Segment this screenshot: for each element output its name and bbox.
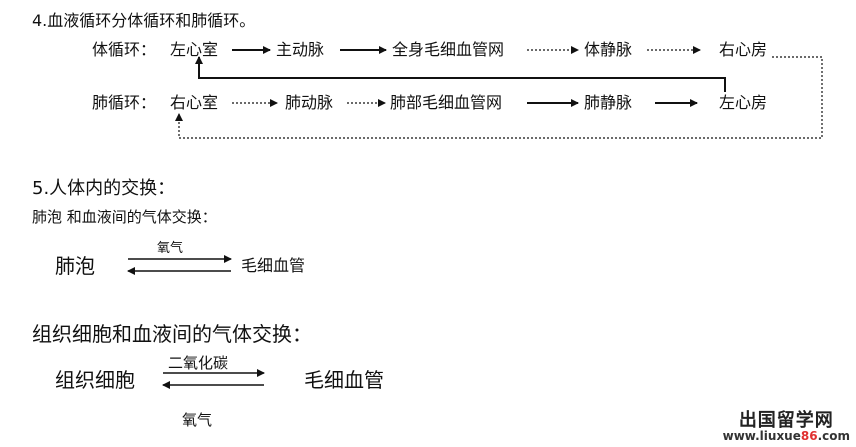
watermark-url-prefix: www.liuxue	[722, 429, 801, 444]
watermark-cn-text: 出国留学网	[738, 409, 834, 431]
section5-heading: 5.人体内的交换：	[32, 178, 176, 199]
systemic-label: 体循环：	[92, 40, 157, 59]
watermark: 出国留学网 www.liuxue86.com	[723, 409, 850, 443]
node-lung-capillaries: 肺部毛细血管网	[390, 93, 503, 112]
alveoli-right-label: 毛细血管	[241, 256, 306, 275]
section4-heading: 4.血液循环分体循环和肺循环。	[32, 11, 256, 30]
alveoli-oxygen-label: 氧气	[157, 241, 184, 256]
watermark-url-accent: 86	[800, 429, 818, 444]
tissue-left-label: 组织细胞	[55, 368, 135, 392]
node-aorta: 主动脉	[276, 40, 325, 59]
node-systemic-vein: 体静脉	[584, 40, 633, 59]
pulmonary-label: 肺循环：	[92, 93, 157, 112]
loop-ra-to-rv	[175, 56, 823, 139]
node-right-ventricle: 右心室	[170, 93, 219, 112]
node-body-capillaries: 全身毛细血管网	[392, 40, 505, 59]
alveoli-left-label: 肺泡	[55, 254, 95, 278]
tissue-subheading: 组织细胞和血液间的气体交换：	[32, 322, 312, 346]
alveoli-subheading: 肺泡 和血液间的气体交换：	[32, 208, 217, 226]
node-pulmonary-vein: 肺静脉	[584, 93, 633, 112]
watermark-url: www.liuxue86.com	[723, 430, 850, 443]
tissue-oxygen-label: 氧气	[182, 411, 213, 429]
node-left-atrium: 左心房	[719, 93, 768, 112]
node-pulmonary-artery: 肺动脉	[285, 93, 334, 112]
node-left-ventricle: 左心室	[170, 40, 219, 59]
node-right-atrium: 右心房	[719, 40, 768, 59]
loop-la-to-lv	[195, 56, 726, 92]
watermark-url-suffix: .com	[817, 429, 850, 444]
tissue-right-label: 毛细血管	[304, 368, 384, 392]
tissue-co2-label: 二氧化碳	[168, 354, 229, 372]
